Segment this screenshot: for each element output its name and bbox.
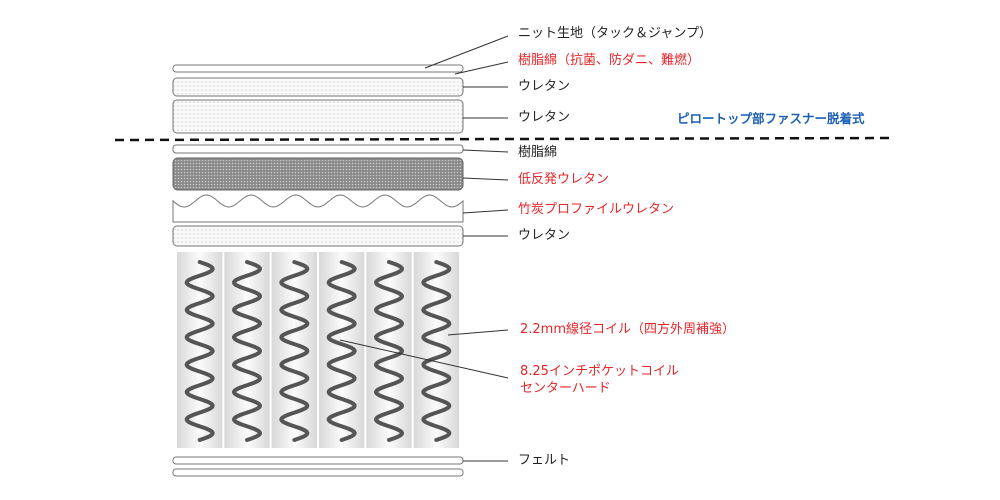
coil-spring: [279, 260, 310, 442]
coil-spring: [421, 260, 452, 442]
label-felt: フェルト: [518, 453, 571, 468]
label-resin-top: 樹脂綿（抗菌、防ダニ、難燃）: [518, 53, 701, 68]
label-urethane-3: ウレタン: [518, 228, 571, 243]
label-pocket-coil: 8.25インチポケットコイル: [520, 364, 679, 379]
label-knit: ニット生地（タック＆ジャンプ）: [518, 26, 712, 41]
label-urethane-2: ウレタン: [518, 110, 571, 125]
layer-bamboo-profile: [172, 194, 464, 223]
layer-urethane-3: [172, 225, 464, 247]
coil-spring: [326, 260, 357, 442]
layer-felt-2: [172, 468, 464, 477]
label-urethane-1: ウレタン: [518, 79, 571, 94]
coil-spring: [231, 260, 263, 442]
coil-spring: [184, 260, 215, 442]
coil-pocket: [271, 252, 317, 448]
label-bamboo: 竹炭プロファイルウレタン: [518, 202, 675, 217]
layer-felt-1: [172, 456, 464, 465]
coil-pocket: [413, 252, 459, 448]
layer-urethane-1: [172, 77, 464, 97]
label-center-hard: センターハード: [520, 381, 611, 396]
coil-pocket: [319, 252, 365, 448]
coil-pocket: [224, 252, 270, 448]
label-pillowtop-note: ピロートップ部ファスナー脱着式: [677, 111, 865, 126]
label-resin: 樹脂綿: [518, 145, 558, 160]
pillowtop-divider: [114, 136, 896, 142]
layer-urethane-2: [172, 99, 464, 134]
coil-pocket: [366, 252, 412, 448]
leader-lines: [339, 35, 509, 462]
coil-spring: [373, 260, 405, 442]
coil-pocket: [177, 252, 223, 448]
label-coil-wire: 2.2mm線径コイル（四方外周補強）: [520, 322, 736, 337]
layer-resin: [172, 144, 464, 154]
layer-knit: [172, 64, 464, 73]
pocket-coils: [177, 252, 459, 448]
layer-low-rebound: [172, 157, 464, 191]
label-low-rebound: 低反発ウレタン: [518, 172, 610, 187]
